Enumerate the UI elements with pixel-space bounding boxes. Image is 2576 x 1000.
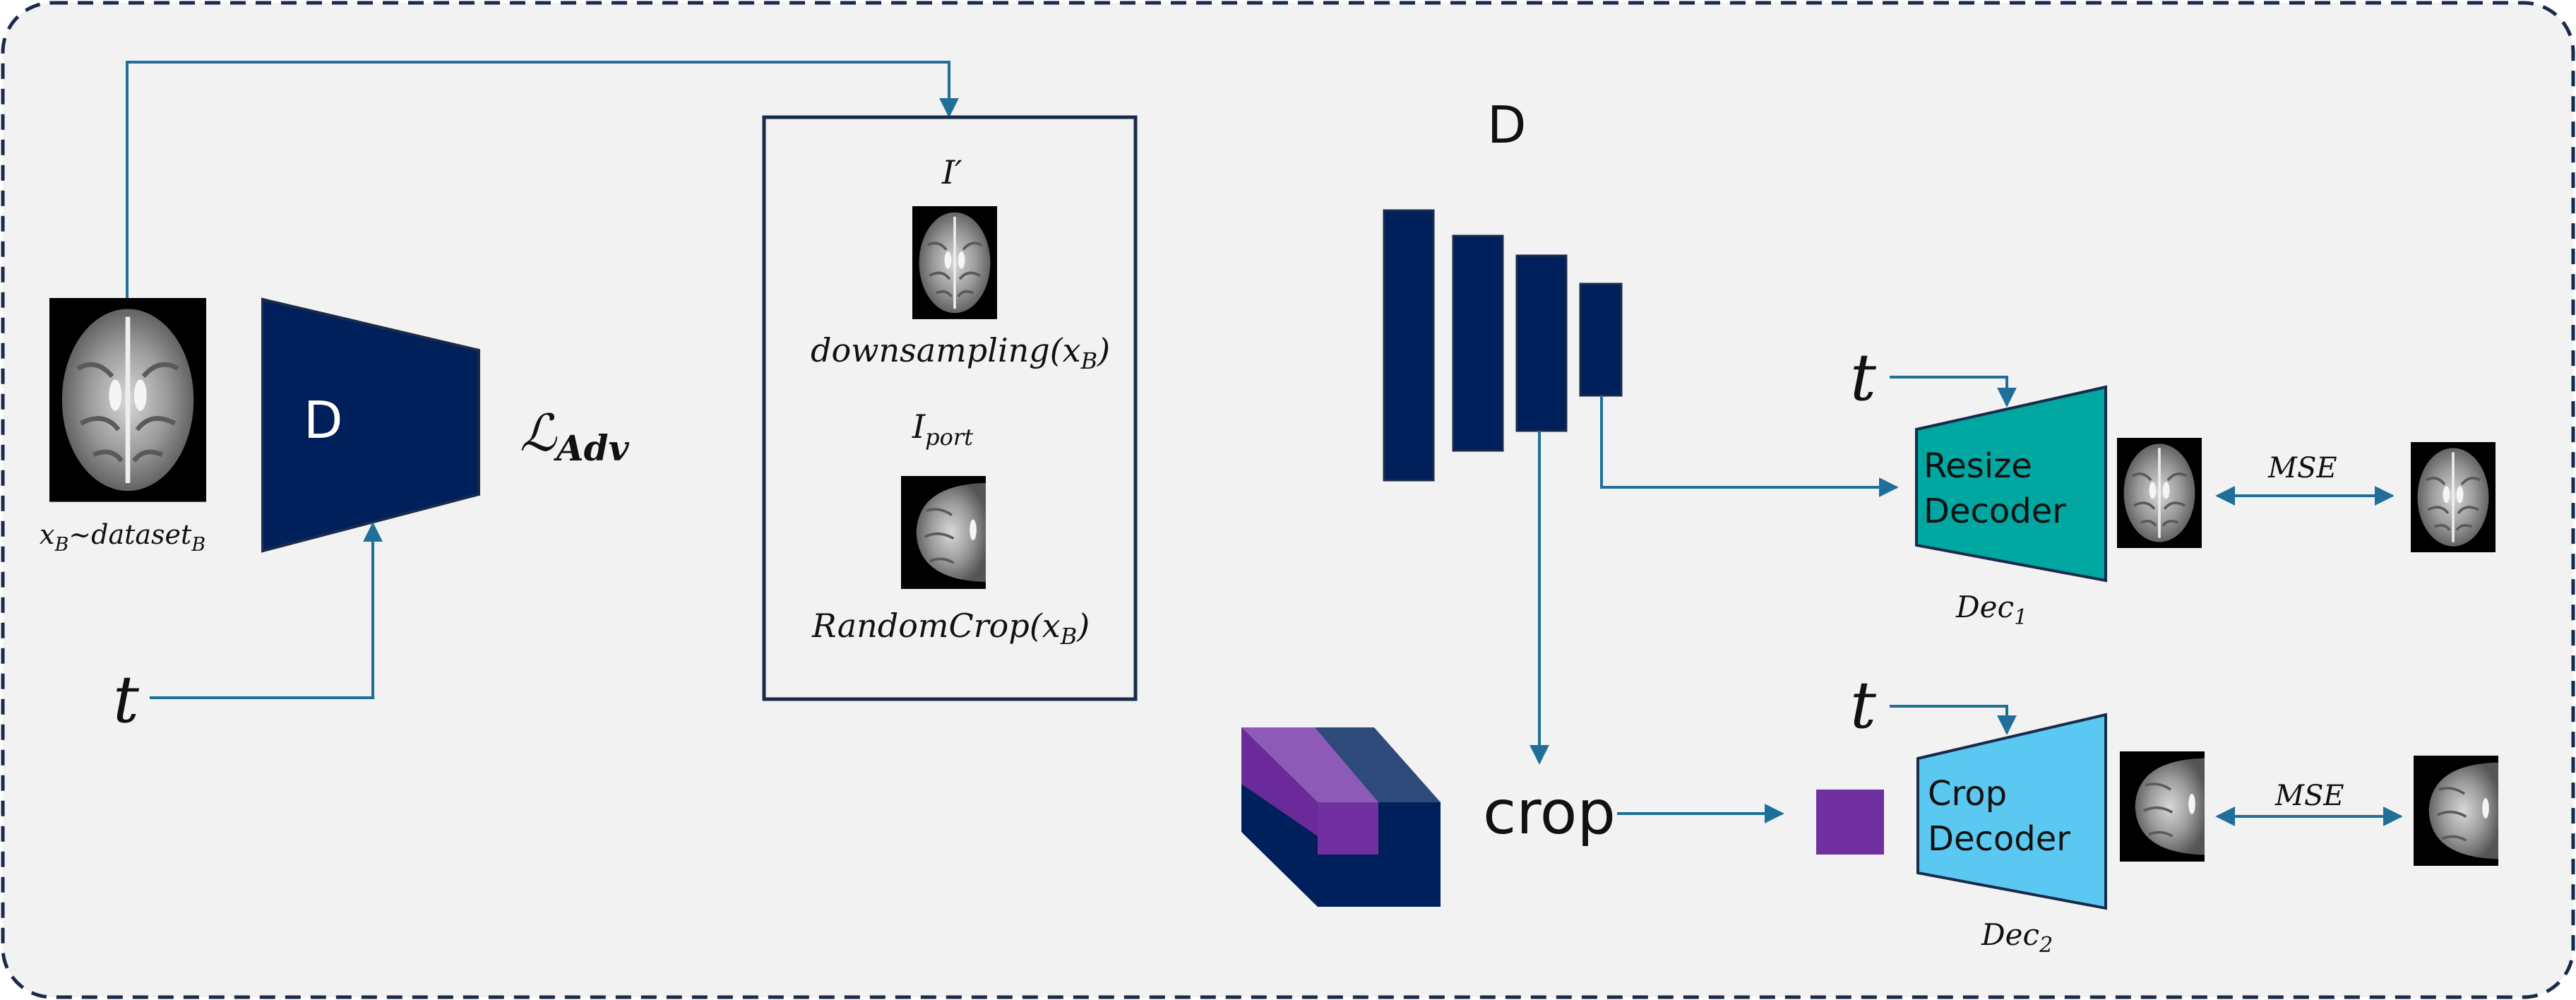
encoder-label: D [1487,95,1526,155]
i-port-label: Iport [912,407,973,451]
crop-decoder-block [1916,713,2107,910]
downsampled-image [911,205,998,321]
resize-decoder-block [1915,385,2107,583]
crop-output-image [2118,750,2206,863]
mse-label-bottom: MSE [2274,780,2344,812]
adv-loss-label: ℒAdv [520,403,630,469]
t-input-left: t [113,662,140,737]
downsampling-label: downsampling(xB) [811,331,1110,374]
discriminator-block [261,297,480,553]
crop-label: crop [1483,778,1616,848]
resize-output-image [2116,436,2203,549]
i-prime-label: I′ [941,153,962,191]
arrow-t-to-resize-decoder [1890,376,2017,407]
cropped-image [900,475,987,590]
randomcrop-label: RandomCrop(xB) [811,607,1090,650]
encoder-layer-4 [1579,282,1623,397]
t-input-crop: t [1850,667,1877,743]
arrow-t-to-discriminator [150,522,383,699]
augmentation-box [762,115,1138,701]
input-caption: xB~datasetB [40,519,205,556]
dec2-label: Dec2 [1981,917,2053,958]
cropped-patch [1816,790,1884,855]
resize-target-image [2409,441,2497,554]
encoder-stack [1383,209,1623,482]
t-input-resize: t [1850,340,1877,415]
arrow-t-to-crop-decoder [1890,705,2017,735]
arrow-input-to-middle [126,61,959,298]
input-image [49,298,206,502]
encoder-layer-3 [1515,254,1568,432]
dec1-label: Dec1 [1955,590,2027,630]
discriminator-label: D [304,391,342,450]
crop-target-image [2412,754,2500,867]
feature-cube [1241,727,1441,907]
crop-decoder-label: Crop Decoder [1928,774,2070,859]
resize-decoder-label: Resize Decoder [1924,446,2066,531]
arrow-encoder-to-resize-decoder [1600,395,1899,497]
encoder-layer-2 [1452,234,1504,452]
encoder-layer-1 [1383,209,1435,482]
mse-label-top: MSE [2267,452,2337,484]
